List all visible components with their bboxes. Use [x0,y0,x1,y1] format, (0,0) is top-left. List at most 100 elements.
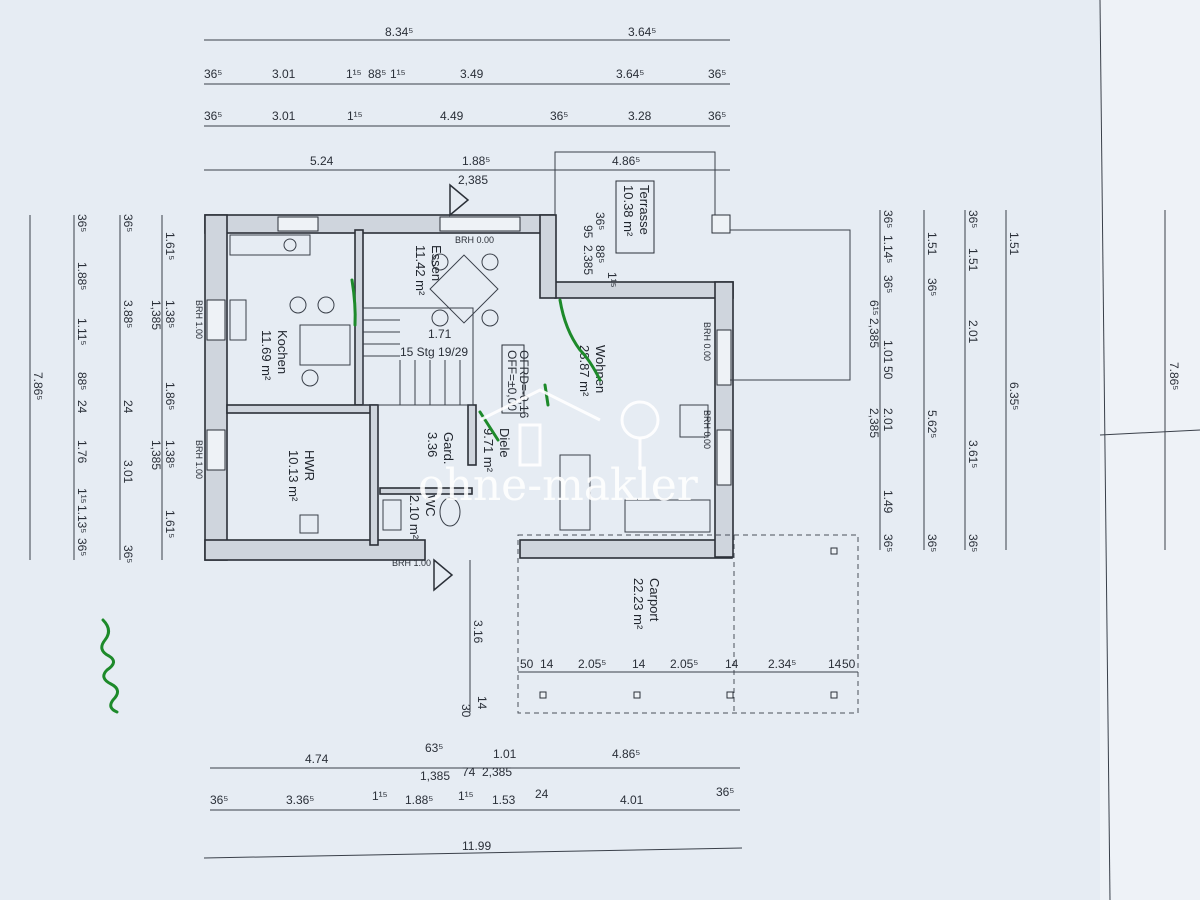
dim-text: 2,385 [867,408,881,438]
dim-text: 1,385 [149,440,163,470]
dim-text: 1.51 [1007,232,1021,256]
dim-text: 36⁵ [210,793,228,807]
room-area: 10.13 m² [286,450,301,502]
dim-text: 36⁵ [925,278,939,296]
left-dimension-columns: 7.86⁵ 36⁵ 1.88⁵ 1.11⁵ 88⁵ 24 1.76 1¹⁵ 1.… [29,214,177,563]
dim-text: 50 [842,657,856,671]
dim-text: 3.01 [272,109,296,123]
dim-text: 1.38⁵ [163,300,177,328]
dim-text: 1¹⁵ [347,109,363,123]
dim-text: 2,385 [867,318,881,348]
dim-text: 14 [828,657,842,671]
dim-text: 36⁵ [204,67,222,81]
ohne-makler-watermark: ohne-makler [418,388,699,511]
stairs-label: 15 Stg 19/29 [400,345,468,359]
room-area: 3.36 [425,432,440,457]
terrace-area [554,151,851,381]
dim-text: 4.86⁵ [612,747,640,761]
top-dimension-row-2: 36⁵ 3.01 1¹⁵ 88⁵ 1¹⁵ 3.49 3.64⁵ 36⁵ [204,67,730,85]
room-name: WC [423,495,438,517]
dim-text: 36⁵ [708,109,726,123]
dim-text: 3.88⁵ [121,300,135,328]
dim-text: 36⁵ [75,214,89,232]
dim-text: 95 [581,225,595,239]
dim-text: 14 [540,657,554,671]
room-name: HWR [302,450,317,481]
dim-text: 36⁵ [881,534,895,552]
dim-text: 1.01 [881,340,895,364]
dim-text: 1¹⁵ [372,789,388,803]
dim-text: 36⁵ [121,214,135,232]
dim-text: 4.74 [305,752,329,766]
windows [206,216,732,486]
dim-text: 88⁵ [75,372,89,390]
dim-text: 2.05⁵ [578,657,606,671]
dim-text: 3.28 [628,109,652,123]
room-area: 9.71 m² [481,428,496,473]
dim-text: 5.24 [310,154,334,168]
dim-text: 2.01 [966,320,980,344]
level-label: OFF=±0,00 [505,350,519,411]
dim-text: 14 [475,696,489,710]
dim-text: 1.53 [492,793,516,807]
dim-text: 3.36⁵ [286,793,314,807]
room-label-gard: Gard. 3.36 [425,432,456,465]
dim-text: 1¹⁵ [458,789,474,803]
dim-text: 50 [520,657,534,671]
room-label-kochen: Kochen 11.69 m² [259,330,290,381]
room-label-terrasse: Terrasse 10.38 m² [615,180,655,254]
dim-text: 36⁵ [716,785,734,799]
dim-text: 2.05⁵ [670,657,698,671]
dim-text: 1¹⁵ [346,67,362,81]
room-name: Diele [497,428,512,458]
brh-label: BRH 0.00 [455,235,494,245]
dim-text: 2.385 [581,245,595,275]
brh-label: BRH 1.00 [392,558,431,568]
dim-text: 36⁵ [75,538,89,556]
dim-text: 36⁵ [881,275,895,293]
watermark-text: ohne-makler [418,460,699,511]
dim-text: 1.61⁵ [163,232,177,260]
furniture [229,234,711,534]
dim-text: 1.49 [881,490,895,514]
terrace-dimensions: 36⁵ 88⁵ 1¹⁵ 95 2.385 [581,212,619,288]
dim-text: 3.01 [272,67,296,81]
dim-text: 36⁵ [966,534,980,552]
dim-text: 1¹⁵ [605,272,619,288]
room-name: Wohnen [593,345,608,393]
dim-text: 36⁵ [204,109,222,123]
top-dimension-row-3: 36⁵ 3.01 1¹⁵ 4.49 36⁵ 3.28 36⁵ [204,109,730,127]
inner-walls [226,229,477,546]
dim-text: 1.86⁵ [163,382,177,410]
paper-edge-line [1099,0,1111,900]
dim-text: 30 [459,704,473,718]
dim-text: 3.61⁵ [966,440,980,468]
section-markers: 3.16 14 30 [433,183,489,718]
room-label-essen: Essen 11.42 m² [413,245,444,296]
level-label: OFRD=-0,16 [517,350,531,419]
dim-text: 1.88⁵ [75,262,89,290]
dim-text: 14 [632,657,646,671]
dim-text: 7.86⁵ [31,372,45,400]
room-label-diele: Diele 9.71 m² [481,428,512,473]
dim-text: 50 [881,366,895,380]
dim-text: 1,385 [149,300,163,330]
room-label-carport: Carport 22.23 m² [631,578,662,630]
dim-text: 7.86⁵ [1167,362,1181,390]
brh-label: BRH 0.00 [702,322,712,361]
dim-text: 3.64⁵ [628,25,656,39]
dim-text: 3.01 [121,460,135,484]
dim-text: 11.99 [462,839,491,853]
dim-text: 36⁵ [708,67,726,81]
room-name: Carport [647,578,662,622]
dim-text: 1.14⁵ [881,235,895,263]
green-marker-strokes: neu [100,278,602,714]
dim-text: 2.01 [881,408,895,432]
top-dimension-row-1: 8.34⁵ 3.64⁵ [204,25,730,41]
dim-text: 1.71 [428,327,452,341]
dim-text: 36⁵ [925,534,939,552]
dim-text: 8.34⁵ [385,25,413,39]
room-area: 11.69 m² [259,330,274,381]
